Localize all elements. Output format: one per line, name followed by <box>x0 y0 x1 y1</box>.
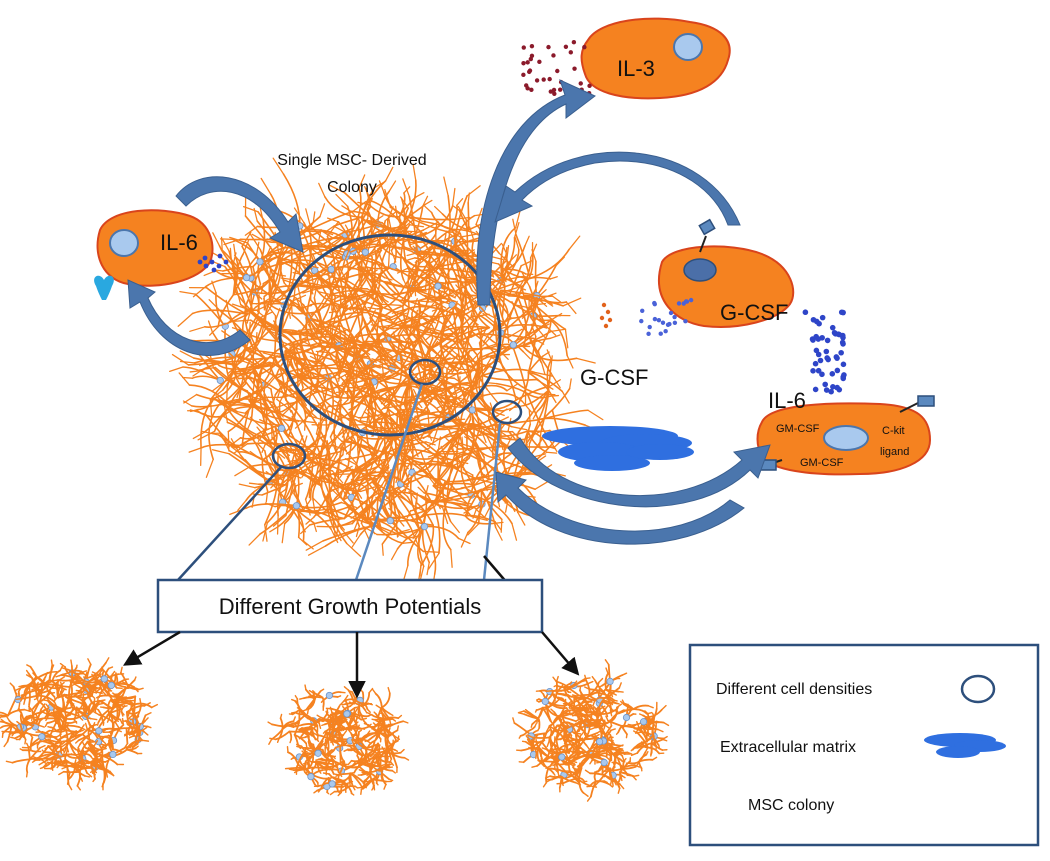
density-circle-center <box>408 358 442 386</box>
legend-colony-text: MSC colony <box>748 797 834 814</box>
ckit-receptor-head <box>917 395 935 407</box>
il6-secreted-dots <box>197 253 229 273</box>
ckit-label-line1: C-kit <box>882 425 905 437</box>
il6-gmcsf-nucleus <box>823 425 869 451</box>
gcsf-receptor-stalk <box>699 235 707 253</box>
colony-title-line1: Single MSC- Derived <box>277 152 426 169</box>
msc-colony-network <box>169 157 604 592</box>
curved-arrows <box>127 79 771 545</box>
colony-title-line2: Colony <box>327 179 377 196</box>
density-circle-right <box>491 399 523 425</box>
gcsf-nucleus <box>683 258 717 282</box>
legend-matrix-text: Extracellular matrix <box>720 739 856 756</box>
receptor-icon <box>94 275 114 300</box>
il6-left-nucleus <box>109 229 139 257</box>
connector-line-center <box>354 383 424 581</box>
gcsf-top-label: G-CSF <box>720 300 788 325</box>
legend-density-circle-icon <box>960 674 996 704</box>
small-colony-middle <box>267 683 410 797</box>
gcsf-receptor-head <box>698 218 716 236</box>
arrow-il6-to-colony <box>175 176 304 253</box>
connector-line-left <box>177 465 283 581</box>
il3-cell: IL-3 <box>580 17 731 100</box>
extracellular-matrix-blob <box>542 426 694 471</box>
arrow-colony-to-il6 <box>127 279 251 356</box>
arrow-gcsf-to-colony <box>494 151 741 226</box>
il6-right-label: IL-6 <box>768 388 806 413</box>
il3-nucleus <box>673 33 703 61</box>
gcsf-secreted-dots <box>599 297 694 337</box>
arrow-gmcsf-to-colony <box>495 471 745 545</box>
il3-label: IL-3 <box>617 56 655 81</box>
arrow-to-colony-left <box>122 630 181 666</box>
legend-densities-text: Different cell densities <box>716 681 872 698</box>
gcsf-cell: G-CSF <box>658 218 795 328</box>
il6-gmcsf-cell: IL-6 GM-CSF GM-CSF C-kit ligand <box>756 388 935 476</box>
gmcsf-secreted-dots <box>802 309 847 395</box>
il6-left-cell: IL-6 <box>94 209 214 300</box>
il3-secreted-dots <box>521 40 592 96</box>
gmcsf-label-a: GM-CSF <box>776 423 820 435</box>
il6-left-label: IL-6 <box>160 230 198 255</box>
small-colony-left <box>0 657 159 791</box>
ckit-receptor-stalk <box>899 401 921 413</box>
arrow-colony-to-gmcsf <box>507 437 771 508</box>
gcsf-mid-label: G-CSF <box>580 365 648 390</box>
small-colony-right <box>512 659 670 802</box>
legend-matrix-icon <box>924 733 1006 758</box>
legend-box: Different cell densities Extracellular m… <box>688 643 1040 847</box>
density-circle-left <box>271 442 307 470</box>
gmcsf-label-b: GM-CSF <box>800 457 844 469</box>
ckit-label-line2: ligand <box>880 446 909 458</box>
connector-line-right <box>482 422 502 581</box>
arrow-to-colony-right <box>541 631 580 676</box>
growth-potentials-label: Different Growth Potentials <box>219 594 482 619</box>
colony-density-circle <box>278 233 502 437</box>
growth-potentials-box <box>156 578 544 634</box>
